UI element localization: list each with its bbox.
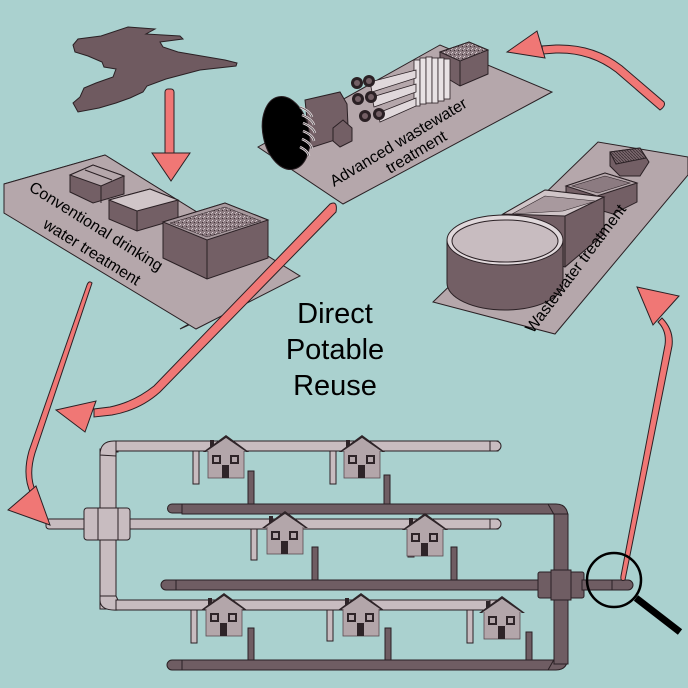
screening-unit [609, 147, 650, 177]
title-line-2: Potable [285, 334, 385, 366]
arrow-advanced-to-distribution [54, 202, 337, 433]
house-icon [338, 593, 384, 637]
clarifier-tank [446, 214, 564, 311]
title-line-3: Reuse [293, 370, 377, 402]
sedimentation-tank [107, 188, 180, 232]
advanced-treatment-plant: Advanced wastewater treatment [257, 41, 554, 205]
house-icon [339, 435, 385, 479]
reverse-osmosis-membranes [351, 69, 417, 123]
house-icon [262, 511, 308, 555]
house-icon [479, 596, 525, 640]
microfiltration-drum [261, 91, 353, 171]
arrow-distribution-to-wastewater [620, 286, 680, 581]
house-icon [203, 435, 249, 479]
house-icon [201, 593, 247, 637]
conventional-treatment-plant: Conventional drinking water treatment [3, 154, 302, 330]
title-line-1: Direct [297, 298, 373, 330]
house-icon [402, 513, 448, 557]
sewer-pipes [160, 470, 634, 671]
flow-arrows [7, 30, 680, 581]
diagram-title: Direct Potable Reuse [270, 296, 400, 404]
lake-icon [72, 26, 238, 113]
arrow-conventional-to-distribution [7, 281, 93, 526]
flocculation-tank [68, 164, 126, 204]
ozone-tank [438, 41, 490, 87]
houses-group [201, 435, 525, 640]
distribution-network [45, 435, 634, 671]
uv-reactor-columns [413, 56, 451, 107]
filtration-tank [161, 202, 270, 280]
arrow-source-to-conventional [151, 88, 191, 182]
arrow-wastewater-to-advanced [505, 30, 665, 111]
wastewater-treatment-plant: Wastewater treatment [432, 141, 688, 336]
magnifier-icon [585, 551, 683, 635]
